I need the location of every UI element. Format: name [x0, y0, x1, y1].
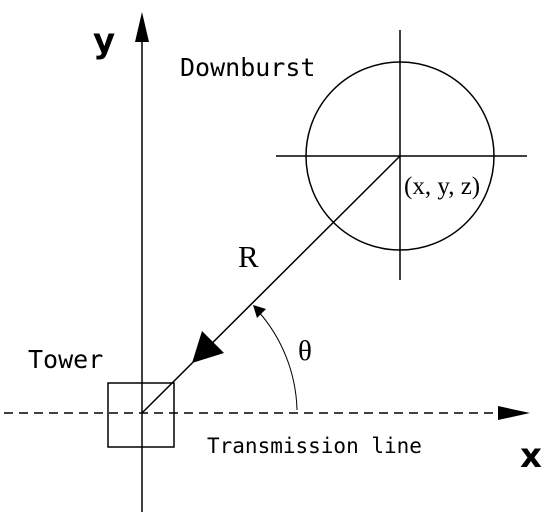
angle-arc-arrowhead: [253, 305, 266, 318]
downburst-label: Downburst: [180, 53, 315, 82]
tower-box: [107, 382, 175, 448]
tower-label: Tower: [28, 345, 103, 374]
transmission-line-label: Transmission line: [207, 434, 422, 458]
angle-arc: [257, 310, 298, 411]
x-axis-label: x: [520, 436, 542, 476]
radius-arrowhead: [192, 331, 224, 363]
y-axis-arrowhead: [135, 12, 149, 42]
x-axis-arrowhead: [498, 406, 530, 420]
radius-label: R: [238, 239, 259, 274]
angle-label: θ: [298, 335, 312, 367]
center-coordinate-label: (x, y, z): [404, 173, 480, 200]
y-axis-label: y: [93, 21, 115, 61]
radius-line: [141, 155, 401, 414]
